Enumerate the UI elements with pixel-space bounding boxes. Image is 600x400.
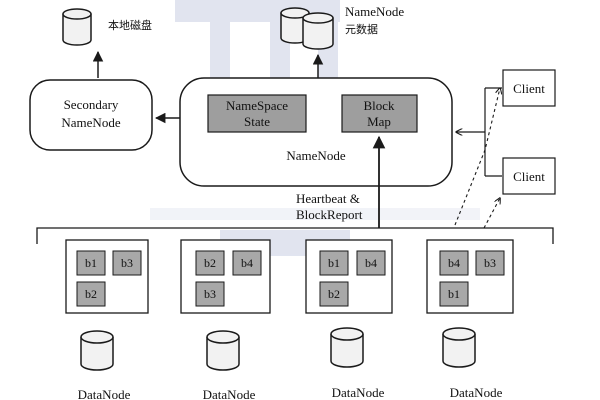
namespace-state-box — [207, 94, 307, 133]
disk-icon — [206, 330, 240, 344]
datanode-1: b1 b3 b2 DataNode — [65, 239, 149, 400]
client-box-1 — [502, 69, 556, 107]
namespace-state-line2: State — [244, 114, 270, 129]
block-label: b2 — [328, 287, 340, 301]
block-chip — [319, 281, 349, 307]
client-label-2: Client — [513, 169, 545, 184]
local-disk-label: 本地磁盘 — [108, 18, 152, 32]
heartbeat-label-line2: BlockReport — [296, 207, 363, 222]
block-label: b2 — [85, 287, 97, 301]
client1-data-dashed-arrow — [454, 88, 500, 226]
block-chip — [439, 281, 469, 307]
block-chip — [195, 281, 225, 307]
local-disk-cylinder — [62, 8, 92, 46]
block-chip — [112, 250, 142, 276]
heartbeat-label-line1: Heartbeat & — [296, 191, 360, 206]
datanode-2: b2 b4 b3 DataNode — [180, 239, 271, 400]
block-label: b1 — [448, 287, 460, 301]
metadata-label-line1: NameNode — [345, 4, 404, 19]
disk-icon — [330, 327, 364, 341]
block-chip — [232, 250, 262, 276]
secondary-namenode-line2: NameNode — [61, 115, 120, 130]
client-box-2 — [502, 157, 556, 195]
block-map-line2: Map — [367, 114, 391, 129]
secondary-namenode-box — [29, 79, 153, 151]
datanode-4: b4 b3 b1 DataNode — [426, 239, 514, 400]
block-chip — [356, 250, 386, 276]
block-label: b1 — [85, 256, 97, 270]
datanode-label: DataNode — [450, 385, 503, 400]
datanode-label: DataNode — [78, 387, 131, 400]
datanode-label: DataNode — [203, 387, 256, 400]
metadata-cylinders — [280, 7, 334, 50]
secondary-namenode-line1: Secondary — [64, 97, 119, 112]
datanode-3: b1 b4 b2 DataNode — [305, 239, 393, 400]
block-label: b2 — [204, 256, 216, 270]
block-chip — [439, 250, 469, 276]
namespace-state-line1: NameSpace — [226, 98, 288, 113]
namenode-label: NameNode — [286, 148, 345, 163]
block-chip — [76, 281, 106, 307]
block-label: b3 — [121, 256, 133, 270]
block-map-line1: Block — [363, 98, 395, 113]
client-label-1: Client — [513, 81, 545, 96]
disk-icon — [442, 327, 476, 341]
client2-data-dashed-arrow — [483, 198, 500, 229]
block-label: b4 — [365, 256, 377, 270]
block-label: b1 — [328, 256, 340, 270]
block-label: b4 — [448, 256, 460, 270]
disk-icon — [80, 330, 114, 344]
block-chip — [76, 250, 106, 276]
metadata-label-line2: 元数据 — [345, 22, 378, 36]
block-label: b3 — [484, 256, 496, 270]
block-chip — [195, 250, 225, 276]
block-chip — [475, 250, 505, 276]
block-label: b3 — [204, 287, 216, 301]
datanode-label: DataNode — [332, 385, 385, 400]
block-chip — [319, 250, 349, 276]
datanode-group-bracket — [36, 227, 554, 244]
block-map-box — [341, 94, 418, 133]
block-label: b4 — [241, 256, 253, 270]
